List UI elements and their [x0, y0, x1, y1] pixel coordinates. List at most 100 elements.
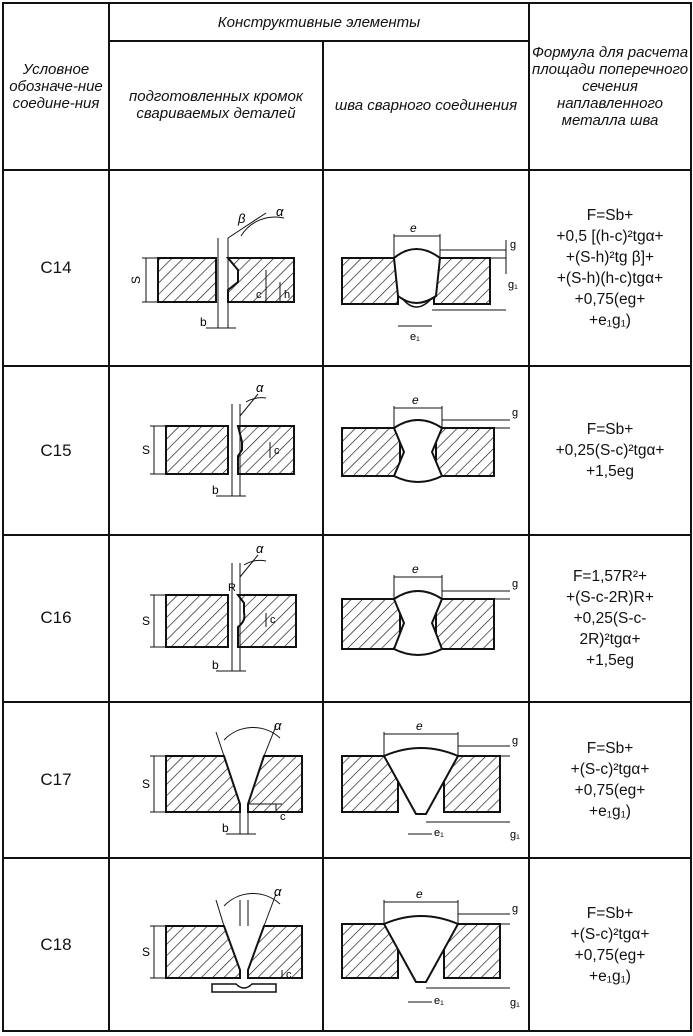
elements-group-header: Конструктивные элементы — [107, 1, 531, 43]
designation-header: Условное обозначе-ние соедине-ния — [2, 2, 110, 171]
joint-code: С17 — [2, 700, 110, 860]
edge-label-b: S — [142, 443, 150, 457]
joint-code: С14 — [2, 168, 110, 368]
formula-line: +(S-h)(h-c)tgα+ — [556, 270, 664, 288]
joint-code: С18 — [2, 857, 110, 1032]
edge-prep-diagram: α S c b — [142, 380, 295, 497]
joint-row-c17: С17 α S c b — [2, 700, 693, 860]
edge-label-a: α — [274, 718, 282, 733]
joint-row-c14: С14 β α S b c h — [2, 168, 693, 368]
edge-label-f: h — [284, 289, 290, 301]
formula-cell: F=Sb+ +0,5 [(h-c)²tgα+ +(S-h)²tg β]+ +(S… — [528, 168, 693, 368]
joint-row-c18: С18 α S c — [2, 857, 693, 1032]
edge-label-a: β — [237, 211, 246, 226]
seam-drawing: e g g₁ e₁ — [321, 700, 531, 860]
formula-line: +1,5eg — [586, 463, 634, 481]
formula-line: +e₁g₁) — [589, 967, 631, 985]
edge-prep-diagram: β α S b c h — [129, 204, 295, 329]
formula-cell: F=Sb+ +(S-c)²tgα+ +0,75(eg+ +e₁g₁) — [528, 700, 693, 860]
joint-row-c15: С15 α S c b — [2, 365, 693, 537]
formula-line: F=Sb+ — [586, 740, 634, 757]
edge-label-c: c — [286, 969, 292, 981]
seam-label-b: g — [510, 239, 516, 251]
formula-line: +(S-h)²tg β]+ — [565, 249, 655, 267]
seam-diagram: e g g₁ e₁ — [341, 887, 520, 1009]
formula-line: +0,25(S-c- — [573, 609, 647, 627]
edge-label-c: S — [142, 614, 150, 628]
formula-line: F=Sb+ — [586, 904, 634, 922]
seam-diagram: e g g₁ e₁ — [341, 719, 520, 841]
formula-line: F=1,57R²+ — [572, 567, 648, 585]
formula-header: Формула для расчета площади поперечного … — [528, 2, 693, 171]
seam-drawing: e g — [321, 365, 531, 537]
seam-label-b: g — [512, 735, 518, 747]
edge-label-c: c — [274, 445, 280, 457]
formula-line: +(S-c)²tgα+ — [570, 761, 650, 778]
edge-label-e: c — [256, 289, 262, 301]
formula-line: +e₁g₁) — [589, 312, 631, 330]
seam-drawing: e g g₁ e₁ — [321, 857, 531, 1032]
seam-drawing: e g — [321, 534, 531, 703]
seam-label-d: e₁ — [434, 995, 444, 1007]
seam-label-a: e — [410, 221, 417, 235]
seam-label-b: g — [512, 578, 518, 590]
joint-code: С15 — [2, 365, 110, 537]
edge-label-a: α — [256, 543, 264, 556]
edge-prep-diagram: α R S c b — [142, 543, 297, 672]
seam-diagram: e g — [341, 393, 518, 483]
formula-line: +1,5eg — [586, 651, 634, 669]
formula-line: +0,75(eg+ — [574, 291, 646, 309]
edge-label-d: c — [270, 614, 276, 626]
formula-line: +0,75(eg+ — [574, 782, 646, 799]
formula-line: +(S-c)²tgα+ — [570, 925, 650, 943]
seam-label-c: g₁ — [510, 829, 520, 841]
joint-code: С16 — [2, 534, 110, 703]
seam-label-c: g₁ — [508, 279, 518, 291]
joint-row-c16: С16 α R S c b — [2, 534, 693, 703]
edge-label-b: S — [142, 777, 150, 791]
edge-label-b: R — [228, 582, 236, 594]
edge-label-c: S — [129, 276, 143, 284]
seam-label-a: e — [412, 393, 419, 407]
edge-drawing: α S c b — [108, 365, 324, 537]
prepared-edges-header: подготовленных кромок свариваемых детале… — [108, 40, 324, 171]
seam-label-a: e — [416, 719, 423, 733]
formula-line: F=Sb+ — [586, 421, 634, 439]
edge-drawing: α R S c b — [108, 534, 324, 703]
edge-label-c: c — [280, 811, 286, 823]
seam-label-c: g₁ — [510, 997, 520, 1009]
edge-drawing: α S c b — [108, 700, 324, 860]
formula-line: +e₁g₁) — [589, 803, 631, 820]
edge-prep-diagram: α S c b — [142, 718, 303, 835]
formula-line: +0,5 [(h-c)²tgα+ — [556, 228, 664, 246]
edge-label-b: α — [276, 204, 284, 219]
seam-label-b: g — [512, 903, 518, 915]
edge-label-d: b — [212, 483, 219, 497]
edge-label-b: S — [142, 945, 150, 959]
formula-cell: F=1,57R²+ +(S-c-2R)R+ +0,25(S-c- 2R)²tgα… — [528, 534, 693, 703]
seam-label-d: e₁ — [410, 331, 420, 343]
edge-label-e: b — [212, 658, 219, 672]
edge-drawing: β α S b c h — [108, 168, 324, 368]
seam-diagram: e g — [341, 562, 518, 657]
edge-label-a: α — [256, 380, 264, 395]
seam-drawing: e g g₁ e₁ — [321, 168, 531, 368]
formula-cell: F=Sb+ +0,25(S-c)²tgα+ +1,5eg — [528, 365, 693, 537]
weld-seam-header: шва сварного соединения — [321, 40, 531, 171]
formula-cell: F=Sb+ +(S-c)²tgα+ +0,75(eg+ +e₁g₁) — [528, 857, 693, 1032]
formula-line: F=Sb+ — [586, 207, 634, 225]
edge-label-d: b — [200, 315, 207, 329]
edge-prep-diagram: α S c — [142, 884, 303, 993]
seam-label-b: g — [512, 407, 518, 419]
formula-line: 2R)²tgα+ — [579, 630, 641, 648]
seam-label-a: e — [416, 887, 423, 901]
formula-line: +0,75(eg+ — [574, 946, 646, 964]
formula-line: +0,25(S-c)²tgα+ — [555, 442, 665, 460]
formula-line: +(S-c-2R)R+ — [566, 588, 654, 606]
seam-label-a: e — [412, 562, 419, 576]
seam-diagram: e g g₁ e₁ — [341, 221, 518, 343]
edge-label-a: α — [274, 884, 282, 899]
seam-label-d: e₁ — [434, 827, 444, 839]
edge-drawing: α S c — [108, 857, 324, 1032]
